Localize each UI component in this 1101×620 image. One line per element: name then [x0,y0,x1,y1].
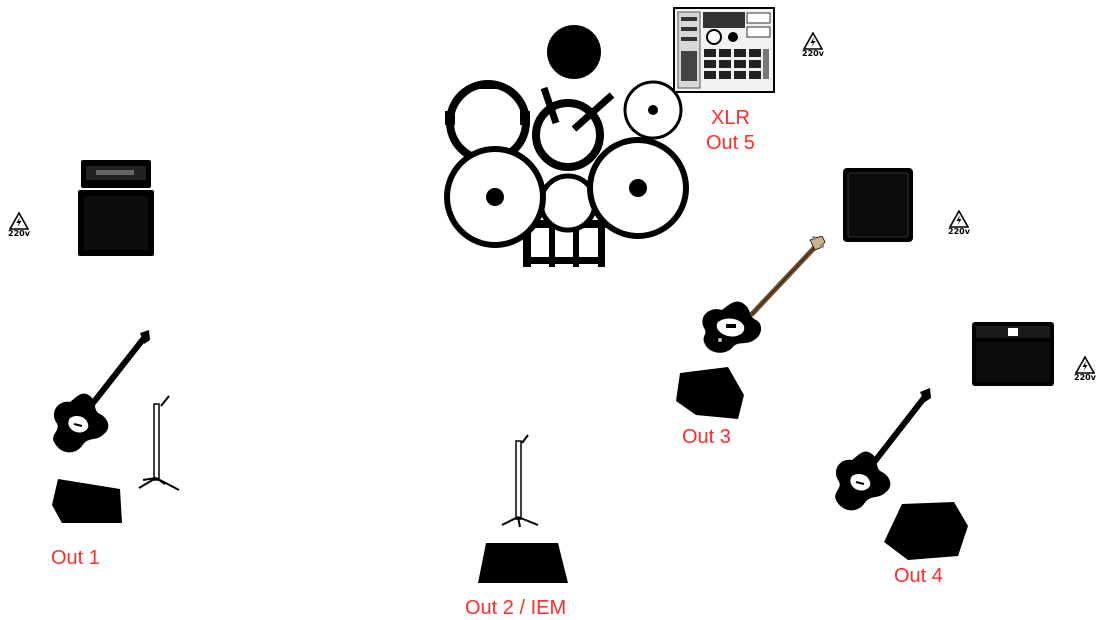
electric-guitar-icon [830,388,934,514]
out-1-label: Out 1 [51,547,100,569]
power-voltage-label: 220v [802,49,824,58]
sampler-pad-icon [673,7,775,93]
power-outlet-icon: 220v [798,32,828,68]
bass-guitar-icon [698,235,826,356]
wedge-monitor-icon [882,502,968,560]
out-5-label: Out 5 [706,132,755,154]
power-outlet-icon: 220v [4,212,34,248]
mic-stand-icon [498,433,544,533]
xlr-label: XLR [711,107,750,129]
power-outlet-icon: 220v [1070,356,1100,392]
wedge-monitor-icon [52,477,124,525]
power-voltage-label: 220v [1074,373,1096,382]
out-4-label: Out 4 [894,565,943,587]
power-voltage-label: 220v [8,229,30,238]
wedge-monitor-icon [676,367,746,421]
amplifier-icon [78,160,154,256]
mic-stand-icon [135,394,185,494]
amplifier-icon [843,168,913,242]
out-2-iem-label: Out 2 / IEM [465,597,567,619]
out-3-label: Out 3 [682,426,731,448]
power-voltage-label: 220v [948,227,970,236]
drum-kit-icon [440,25,700,270]
electric-guitar-icon [48,330,152,456]
wedge-monitor-icon [478,543,568,585]
amplifier-icon [972,322,1054,386]
power-outlet-icon: 220v [944,210,974,246]
